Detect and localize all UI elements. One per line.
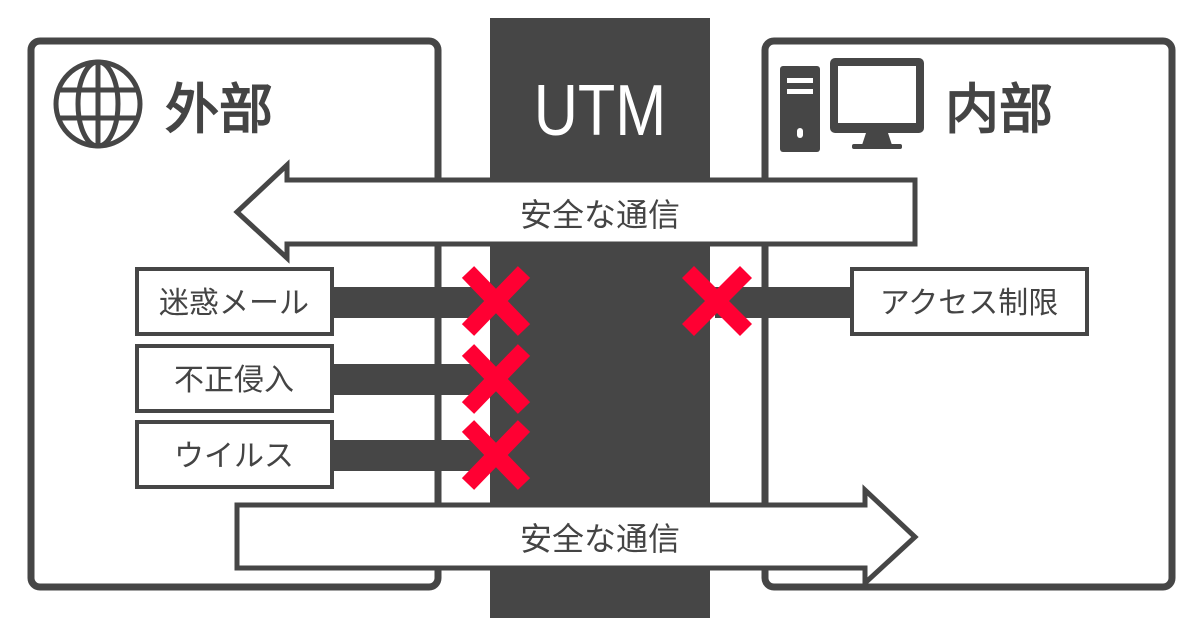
threat-virus: ウイルス [135,420,492,489]
threat-label: 迷惑メール [159,286,309,321]
block-x-icon [461,420,531,490]
safe-communication-arrow-left [233,159,918,264]
threat-spam: 迷惑メール [135,267,492,336]
block-x-icon [461,344,531,414]
globe-icon [53,59,143,149]
safe-communication-arrow-right [234,484,919,589]
block-x-icon [681,265,753,337]
safe-communication-label-bottom: 安全な通信 [520,520,680,558]
desktop-computer-icon [780,58,924,152]
threat-label: 不正侵入 [174,363,294,398]
utm-title: UTM [534,71,667,151]
threat-label: ウイルス [174,439,294,474]
internal-title: 内部 [945,78,1053,141]
safe-communication-label-top: 安全な通信 [520,196,680,234]
threat-intrusion: 不正侵入 [135,344,492,413]
block-x-icon [461,266,531,336]
external-title: 外部 [165,78,273,141]
threat-label: アクセス制限 [880,286,1059,321]
